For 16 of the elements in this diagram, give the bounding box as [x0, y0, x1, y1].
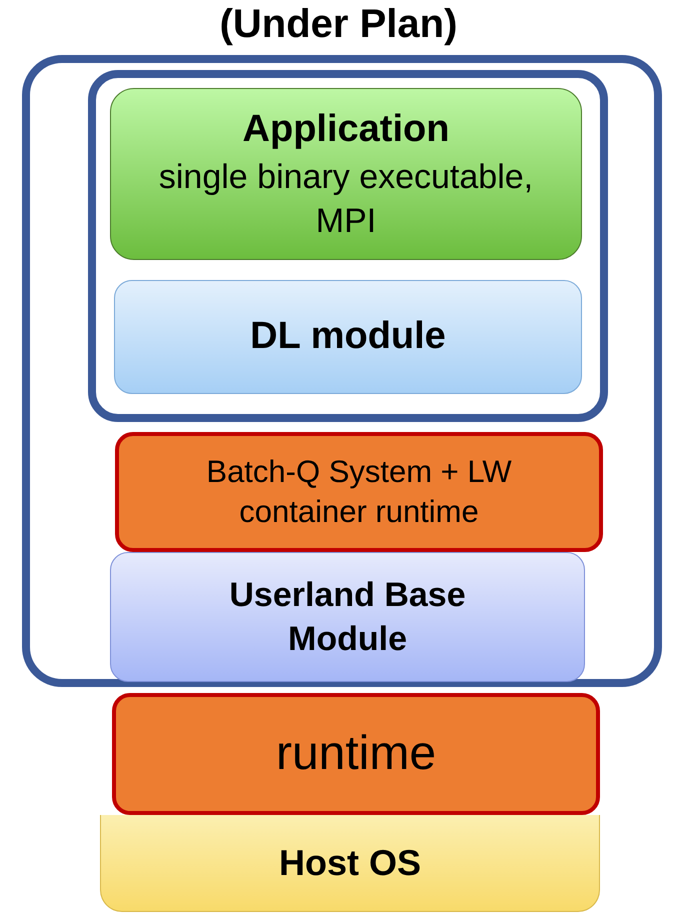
box-label: Userland Base Module [228, 574, 467, 660]
box-label: Batch-Q System + LW container runtime [205, 452, 513, 531]
box-description: single binary executable, MPI [158, 156, 534, 242]
base-module-box [110, 552, 585, 682]
runtime-box [115, 432, 603, 552]
box-label: runtime [276, 726, 436, 782]
host-os-box [100, 815, 600, 912]
runtime-box [112, 693, 600, 815]
diagram-title: (Under Plan) [218, 2, 458, 47]
box-label: DL module [250, 314, 446, 360]
outer-frame [22, 55, 662, 687]
box-label: Application [242, 107, 450, 152]
application-box [110, 88, 582, 260]
inner-frame [88, 70, 608, 422]
box-label: Host OS [278, 840, 421, 885]
module-box [114, 280, 582, 394]
